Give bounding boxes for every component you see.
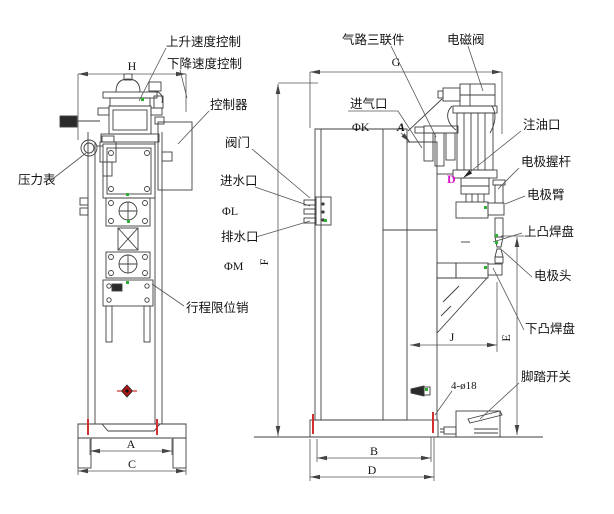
label-electrode-arm: 电极臂	[527, 188, 565, 202]
label-foot-switch: 脚踏开关	[521, 369, 571, 384]
dim-label-phi-k: ΦK	[352, 120, 370, 134]
solenoid-valve-body	[442, 87, 461, 102]
right-machine-side-view	[254, 83, 543, 438]
accent-marks	[87, 98, 498, 435]
dim-label-b: B	[370, 444, 378, 458]
label-electrode-grip-rod: 电极握杆	[521, 154, 572, 169]
leader-drain-outlet	[255, 220, 311, 238]
label-lower-weld-pad: 下凸焊盘	[525, 321, 575, 336]
leader-controller	[177, 110, 210, 145]
side-knob	[161, 151, 173, 162]
label-air-triple-unit: 气路三联件	[342, 32, 405, 47]
leader-electrode-arm	[504, 195, 526, 205]
label-mounting-holes: 4-ø18	[451, 380, 477, 392]
right-base-plate	[309, 419, 439, 438]
dimension-lines	[77, 69, 524, 481]
dim-label-f: F	[257, 258, 271, 265]
clamp-block	[102, 279, 154, 307]
electrode-grip-rod-part	[494, 184, 504, 204]
leader-air-inlet	[348, 110, 423, 149]
label-pressure-gauge: 压力表	[18, 173, 56, 187]
dim-label-e: E	[499, 334, 513, 341]
leader-valve	[251, 148, 311, 199]
leader-oil-filler	[469, 130, 522, 173]
dim-label-c: C	[128, 457, 136, 471]
column-body	[314, 128, 408, 421]
dim-label-g: G	[392, 55, 401, 69]
label-stroke-limit-pin: 行程限位销	[186, 300, 249, 315]
label-electrode-tip: 电极头	[534, 269, 572, 283]
upper-arm-block	[455, 201, 489, 219]
leader-foot-switch	[479, 382, 520, 420]
lower-arm-block	[455, 262, 489, 279]
leader-electrode-tip	[501, 249, 533, 278]
leader-water-inlet	[254, 186, 311, 207]
air-cylinder	[456, 112, 494, 171]
pressure-gauge-dial	[80, 139, 98, 157]
leader-electrode-grip-rod	[497, 167, 520, 190]
leader-air-triple-unit	[390, 45, 437, 138]
label-valve: 阀门	[225, 135, 250, 150]
lower-arm-gusset	[436, 277, 489, 335]
dim-label-phi-l: ΦL	[222, 204, 238, 218]
leader-mounting-holes	[434, 390, 453, 416]
left-machine-front-view	[59, 73, 193, 469]
sensor-probe	[410, 385, 425, 397]
connector-block	[59, 115, 78, 128]
red-alignment-ticks	[87, 412, 434, 435]
label-fall-speed-control: 下降速度控制	[167, 56, 242, 71]
oil-filler-arrowhead	[463, 170, 473, 178]
foot-switch-pedal	[467, 410, 503, 424]
leader-lines	[49, 45, 533, 420]
label-drain-outlet: 排水口	[221, 230, 259, 244]
column-rails	[87, 132, 163, 424]
labels-layer: 上升速度控制 下降速度控制 控制器 压力表 行程限位销 阀门 进水口 ΦL 排水…	[18, 32, 575, 477]
foot-switch-body	[455, 410, 501, 438]
leader-upper-weld-pad	[492, 232, 523, 243]
magenta-d-marker: D	[447, 172, 456, 186]
dim-label-d: D	[368, 463, 377, 477]
leader-stroke-limit-pin	[151, 283, 185, 307]
dim-label-h: H	[128, 59, 137, 73]
cylinder-dome	[115, 78, 141, 93]
view-a-letter: A	[396, 120, 405, 134]
leader-solenoid-valve	[467, 45, 484, 92]
view-a-arrow	[400, 132, 411, 143]
label-oil-filler: 注油口	[523, 117, 561, 132]
label-upper-weld-pad: 上凸焊盘	[524, 224, 574, 239]
dim-label-phi-m: ΦM	[224, 259, 244, 273]
label-solenoid-valve: 电磁阀	[447, 32, 485, 47]
leader-rise-speed	[138, 47, 167, 102]
speed-control-valves	[148, 81, 162, 92]
green-indicator-dots	[126, 98, 498, 391]
leader-fall-speed	[179, 69, 188, 99]
label-air-inlet: 进气口	[350, 96, 388, 111]
label-controller: 控制器	[210, 98, 248, 112]
dim-label-a: A	[127, 437, 136, 451]
label-water-inlet: 进水口	[220, 174, 258, 188]
lower-electrode-tip	[494, 248, 504, 258]
leader-pressure-gauge	[49, 152, 87, 182]
controller-box	[157, 121, 193, 191]
leader-lower-weld-pad	[492, 267, 525, 331]
label-rise-speed-control: 上升速度控制	[166, 34, 241, 49]
dim-label-j: J	[450, 330, 455, 344]
